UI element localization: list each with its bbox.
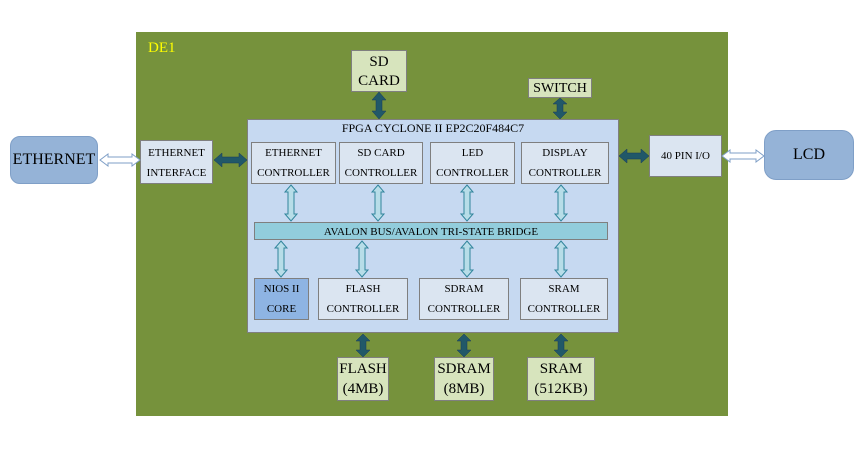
arrow-bus-sramctrl [553, 240, 569, 278]
arrow-ledctrl-bus [459, 184, 475, 222]
board-label: DE1 [148, 40, 176, 56]
ethernet-interface: ETHERNET INTERFACE [140, 140, 213, 184]
sram-controller-line2: CONTROLLER [527, 303, 601, 315]
arrow-dispctrl-bus [553, 184, 569, 222]
nios-core-line2: CORE [266, 303, 297, 315]
ethernet-controller: ETHERNET CONTROLLER [251, 142, 336, 184]
arrow-fpga-sram [553, 333, 569, 358]
avalon-bus: AVALON BUS/AVALON TRI-STATE BRIDGE [254, 222, 608, 240]
display-controller-line1: DISPLAY [542, 147, 588, 159]
display-controller-line2: CONTROLLER [528, 167, 602, 179]
arrow-ethernet-interface [99, 153, 141, 167]
sram-memory-line2: (512KB) [534, 381, 588, 397]
pin-io-block: 40 PIN I/O [649, 135, 722, 177]
flash-controller: FLASH CONTROLLER [318, 278, 408, 320]
sdram-memory-line1: SDRAM [437, 361, 491, 377]
arrow-switch-fpga [552, 97, 568, 120]
sd-card-block: SD CARD [351, 50, 407, 92]
arrow-fpga-pinio [618, 148, 650, 164]
sdram-memory: SDRAM (8MB) [434, 357, 494, 401]
led-controller: LED CONTROLLER [430, 142, 515, 184]
ethernet-external: ETHERNET [10, 136, 98, 184]
sdram-memory-line2: (8MB) [443, 381, 485, 397]
switch-block: SWITCH [528, 78, 592, 98]
led-controller-line1: LED [461, 147, 484, 159]
sram-memory: SRAM (512KB) [527, 357, 595, 401]
nios-ii-core: NIOS II CORE [254, 278, 309, 320]
arrow-bus-flashctrl [354, 240, 370, 278]
flash-controller-line1: FLASH [345, 283, 381, 295]
arrow-interface-fpga [213, 152, 248, 168]
sdram-controller-line2: CONTROLLER [427, 303, 501, 315]
sd-card-controller-line1: SD CARD [357, 147, 405, 159]
arrow-pinio-lcd [721, 149, 765, 163]
sram-controller: SRAM CONTROLLER [520, 278, 608, 320]
sd-card-line2: CARD [358, 73, 400, 89]
sdram-controller: SDRAM CONTROLLER [419, 278, 509, 320]
arrow-ethctrl-bus [283, 184, 299, 222]
display-controller: DISPLAY CONTROLLER [521, 142, 609, 184]
led-controller-line2: CONTROLLER [436, 167, 509, 179]
arrow-bus-nios [273, 240, 289, 278]
ethernet-interface-line2: INTERFACE [146, 167, 207, 179]
nios-core-line1: NIOS II [263, 283, 300, 295]
arrow-fpga-flash [355, 333, 371, 358]
lcd-external: LCD [764, 130, 854, 180]
ethernet-interface-line1: ETHERNET [148, 147, 205, 159]
ethernet-controller-line1: ETHERNET [265, 147, 322, 159]
sdram-controller-line1: SDRAM [444, 283, 484, 295]
flash-memory: FLASH (4MB) [337, 357, 389, 401]
flash-memory-line2: (4MB) [342, 381, 384, 397]
arrow-sdcard-fpga [371, 91, 387, 120]
arrow-fpga-sdram [456, 333, 472, 358]
arrow-bus-sdramctrl [459, 240, 475, 278]
arrow-sdctrl-bus [370, 184, 386, 222]
sd-card-controller: SD CARD CONTROLLER [339, 142, 423, 184]
ethernet-controller-line2: CONTROLLER [257, 167, 330, 179]
flash-controller-line2: CONTROLLER [326, 303, 400, 315]
sd-card-line1: SD [369, 54, 389, 70]
fpga-title: FPGA CYCLONE II EP2C20F484C7 [341, 121, 525, 135]
sram-memory-line1: SRAM [539, 361, 583, 377]
flash-memory-line1: FLASH [339, 361, 387, 377]
sd-card-controller-line2: CONTROLLER [344, 167, 418, 179]
sram-controller-line1: SRAM [548, 283, 580, 295]
